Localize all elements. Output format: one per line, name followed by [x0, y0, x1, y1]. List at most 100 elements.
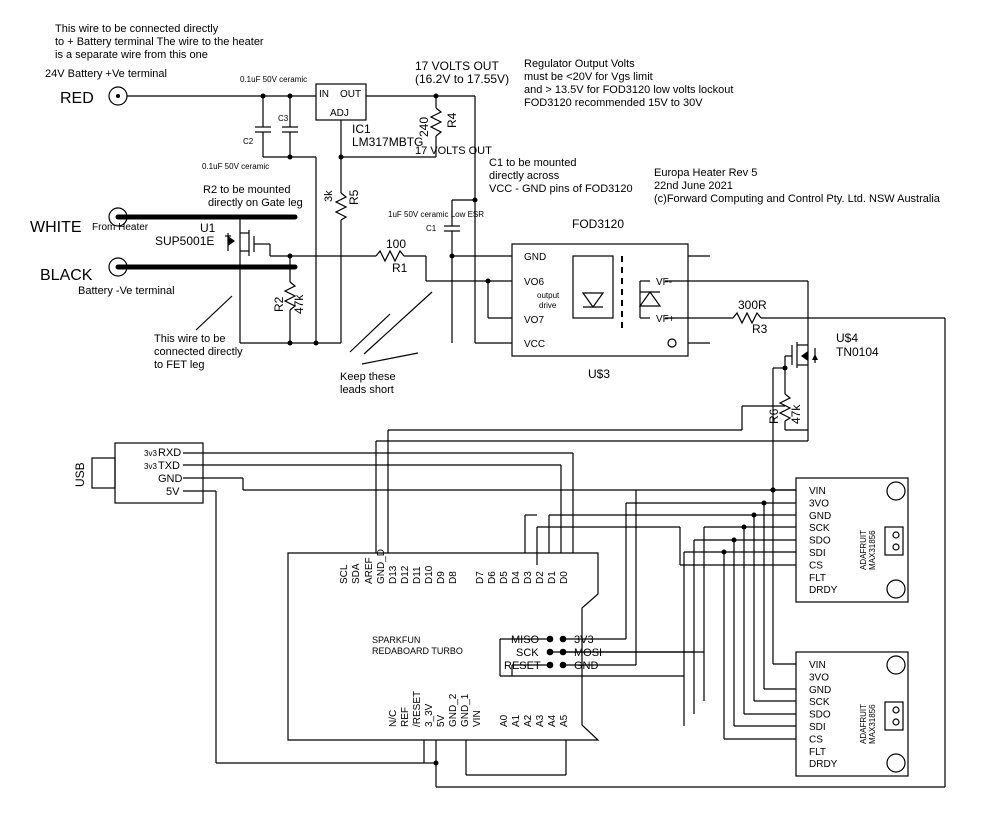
board-pin-gnd_2: GND_2	[448, 693, 459, 727]
battery-pos-label: 24V Battery +Ve terminal	[45, 68, 167, 80]
c1-note-2: directly across	[489, 170, 560, 182]
battery-neg-label: Battery -Ve terminal	[78, 285, 175, 297]
r6-name: R6	[767, 408, 781, 424]
max1-pin-gnd: GND	[809, 511, 831, 522]
icsp-3v3: 3V3	[574, 634, 594, 646]
r2-note-1: R2 to be mounted	[203, 184, 290, 196]
icsp-gnd: GND	[574, 660, 599, 672]
board-pin-d7: D7	[475, 571, 486, 584]
board-pin-a1: A1	[511, 714, 522, 727]
fod-gnd-pin: GND	[524, 252, 546, 263]
fet-note-3: to FET leg	[154, 359, 205, 371]
board-pin-gnd_1: GND_1	[460, 693, 471, 727]
c1-name: C1	[426, 224, 437, 233]
volts-range-label: (16.2V to 17.55V)	[415, 72, 509, 86]
usb-rxd-pin: RXD	[158, 447, 181, 459]
usb-label: USB	[73, 462, 87, 487]
board-name-1: SPARKFUN	[372, 635, 420, 645]
c1-rating: 1uF 50V ceramic Low ESR	[388, 210, 484, 219]
max2-part: MAX31856	[868, 704, 877, 744]
battery-wire-note-1: This wire to be connected directly	[55, 23, 219, 35]
max2-pin-vin: VIN	[809, 660, 826, 671]
black-terminal-label: BLACK	[40, 267, 93, 284]
board-pin-3_3v: 3_3V	[424, 703, 435, 727]
icsp-sck: SCK	[516, 647, 539, 659]
icsp-mosi: MOSI	[574, 647, 602, 659]
battery-wire-note-2: to + Battery terminal The wire to the he…	[55, 36, 264, 48]
white-terminal-label: WHITE	[30, 219, 82, 236]
board-pin-d13: D13	[388, 565, 399, 584]
max1-pin-flt: FLT	[809, 573, 826, 584]
max1-brand: ADAFRUIT	[859, 530, 868, 570]
usb-5v-pin: 5V	[166, 486, 180, 498]
short-note-1: Keep these	[340, 371, 396, 383]
max2-pin-sdo: SDO	[809, 710, 831, 721]
board-pin-d6: D6	[487, 571, 498, 584]
icsp-reset: RESET	[504, 660, 541, 672]
max1-pin-cs: CS	[809, 560, 823, 571]
board-pin-d8: D8	[448, 571, 459, 584]
board-pin-d10: D10	[424, 565, 435, 584]
board-pin-a5: A5	[559, 714, 570, 727]
fod-vo7-pin: VO7	[524, 315, 544, 326]
fod-drive-2: drive	[539, 301, 557, 310]
board-pin-gnd_d: GND_D	[376, 549, 387, 584]
board-pin-sda: SDA	[351, 563, 362, 584]
max1-pin-drdy: DRDY	[809, 585, 838, 596]
fod-part: FOD3120	[572, 217, 624, 231]
u1-part: SUP5001E	[155, 234, 214, 248]
u4-name: U$4	[836, 331, 858, 345]
max2-pin-drdy: DRDY	[809, 759, 838, 770]
fod-drive-1: output	[537, 291, 560, 300]
r4-name: R4	[445, 112, 459, 128]
board-pin-d1: D1	[547, 571, 558, 584]
c1-note-3: VCC - GND pins of FOD3120	[489, 183, 633, 195]
usb-txd-pin: TXD	[158, 460, 180, 472]
ic1-part: LM317MBTG	[352, 135, 423, 149]
board-pin-d3: D3	[523, 571, 534, 584]
fet-note-1: This wire to be	[154, 333, 226, 345]
cap-rating-top: 0.1uF 50V ceramic	[240, 75, 307, 84]
board-pin-a3: A3	[535, 714, 546, 727]
usb-connector-icon	[91, 457, 116, 489]
u1-name: U1	[200, 221, 216, 235]
usb-txd-prefix: 3v3	[144, 462, 157, 471]
board-pin-d9: D9	[436, 571, 447, 584]
from-heater-label: From Heater	[92, 222, 149, 233]
board-pin-nc: N/C	[388, 710, 399, 727]
c2-label: C2	[243, 137, 254, 146]
board-pin-reset: /RESET	[412, 691, 423, 727]
max2-pin-gnd: GND	[809, 685, 831, 696]
board-name-2: REDABOARD TURBO	[372, 646, 463, 656]
redboard-turbo	[287, 552, 600, 741]
max1-part: MAX31856	[868, 530, 877, 570]
c3-label: C3	[278, 114, 289, 123]
fod-vfm-pin: VF-	[656, 277, 672, 288]
max2-pin-sdi: SDI	[809, 722, 826, 733]
battery-wire-note-3: is a separate wire from this one	[55, 49, 208, 61]
ic1-name: IC1	[352, 122, 371, 136]
board-pin-a2: A2	[523, 714, 534, 727]
board-pin-d2: D2	[535, 571, 546, 584]
board-pin-d4: D4	[511, 571, 522, 584]
max2-pin-3vo: 3VO	[809, 672, 829, 683]
reg-note-3: and > 13.5V for FOD3120 low volts lockou…	[524, 84, 733, 96]
r1-value: 100	[386, 237, 406, 251]
max1-pin-sck: SCK	[809, 523, 830, 534]
board-pin-vin: VIN	[472, 710, 483, 727]
board-pin-d0: D0	[559, 571, 570, 584]
board-pin-a0: A0	[499, 714, 510, 727]
reg-note-1: Regulator Output Volts	[524, 58, 635, 70]
max2-brand: ADAFRUIT	[859, 704, 868, 744]
title-rev: Europa Heater Rev 5	[654, 167, 757, 179]
max1-pin-sdi: SDI	[809, 548, 826, 559]
usb-gnd-pin: GND	[158, 473, 183, 485]
mosfet-u4-icon	[785, 342, 818, 368]
volts-label: 17 VOLTS OUT	[415, 145, 492, 157]
usb-rxd-prefix: 3v3	[144, 449, 157, 458]
